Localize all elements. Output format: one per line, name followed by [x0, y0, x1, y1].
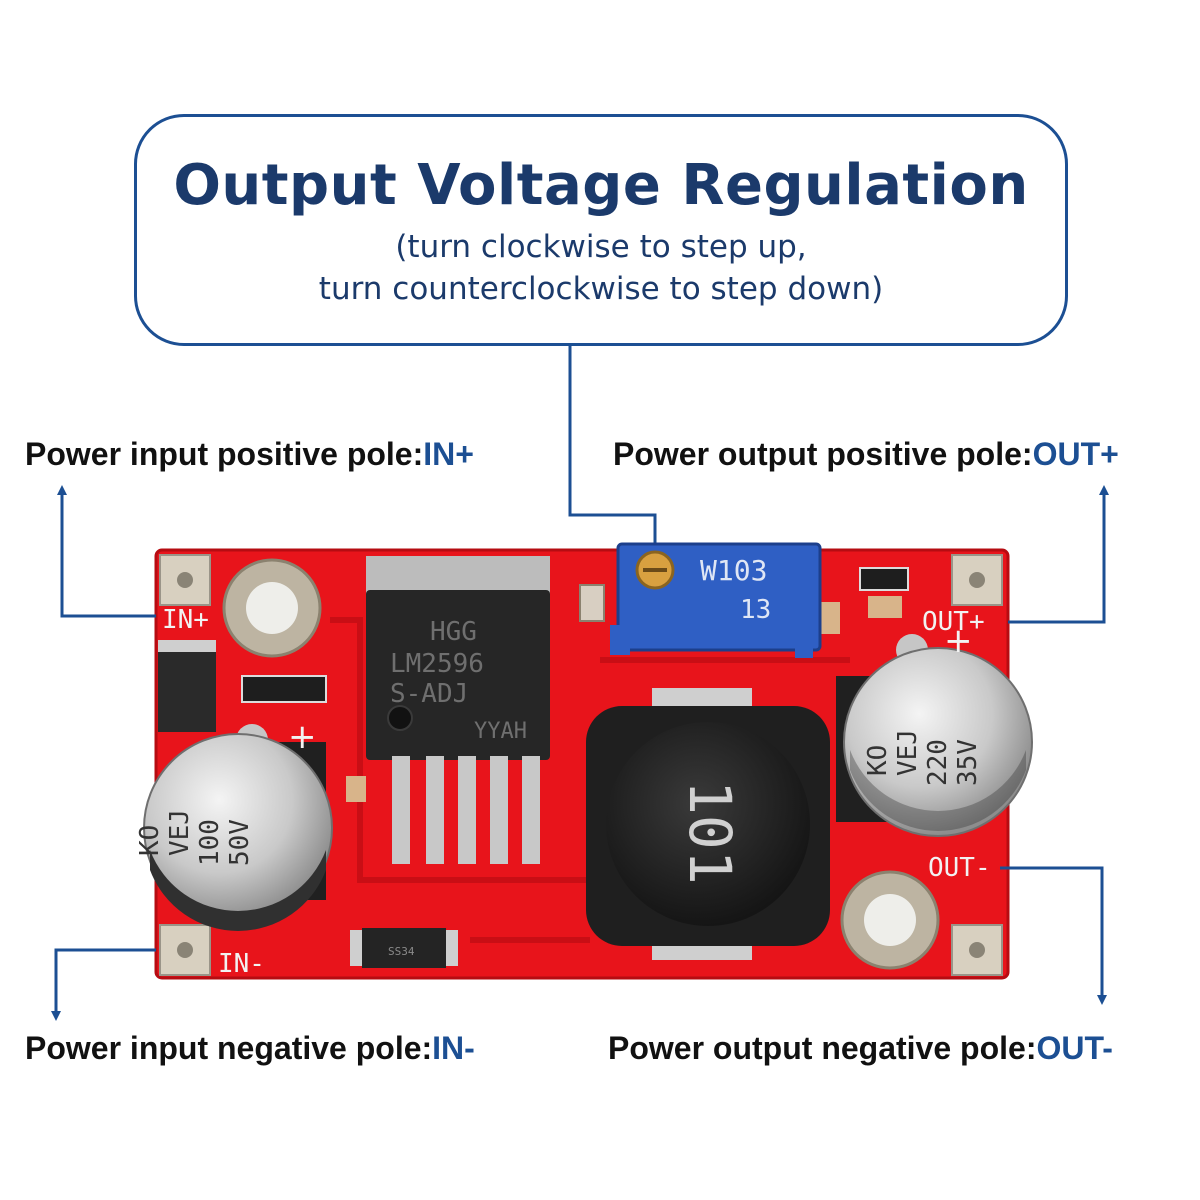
- potentiometer[interactable]: W103 13: [610, 542, 822, 658]
- label-input-positive: Power input positive pole:IN+: [25, 436, 474, 473]
- ic-model: LM2596: [390, 649, 484, 679]
- smd-resistor: [579, 584, 605, 622]
- smd-resistor: [241, 675, 327, 703]
- pcb-trace: [330, 617, 590, 883]
- callout-title: Output Voltage Regulation: [173, 153, 1029, 218]
- silk-in-pos: IN+: [162, 605, 209, 635]
- capacitor-input-brand: KO: [135, 825, 165, 856]
- smd-capacitor: [346, 776, 366, 802]
- pad-out-neg: [951, 924, 1003, 976]
- arrow-out-pos: [1008, 485, 1109, 624]
- label-input-negative: Power input negative pole:IN-: [25, 1030, 475, 1067]
- ic-variant: S-ADJ: [390, 679, 468, 709]
- arrow-in-pos: [57, 485, 156, 618]
- ic-lot: YYAH: [474, 719, 527, 744]
- inductor: 101: [586, 688, 830, 960]
- terminal-ring-input: [222, 558, 322, 658]
- silk-in-neg: IN-: [218, 949, 265, 979]
- capacitor-input-voltage: 50V: [225, 819, 255, 866]
- label-output-negative-pin: OUT-: [1036, 1030, 1113, 1066]
- callout-subtitle-line1: (turn clockwise to step up,: [395, 229, 807, 265]
- label-input-negative-pin: IN-: [432, 1030, 475, 1066]
- pad-in-pos: [159, 554, 211, 606]
- terminal-ring-output: [840, 870, 940, 970]
- label-input-negative-text: Power input negative pole:: [25, 1030, 433, 1066]
- capacitor-output-plus: +: [944, 621, 973, 661]
- pad-out-pos: [951, 554, 1003, 606]
- label-output-positive-pin: OUT+: [1032, 436, 1119, 472]
- capacitor-output-voltage: 35V: [953, 739, 983, 786]
- output-voltage-callout: Output Voltage Regulation (turn clockwis…: [134, 114, 1068, 346]
- smd-capacitor: [868, 596, 902, 618]
- capacitor-input-series: VEJ: [165, 809, 195, 856]
- label-output-negative-text: Power output negative pole:: [608, 1030, 1037, 1066]
- diode-output: SS34: [350, 928, 458, 968]
- capacitor-input: KO VEJ 100 50V +: [135, 717, 333, 931]
- silk-out-neg: OUT-: [928, 853, 991, 883]
- smd-capacitor: [818, 602, 840, 634]
- silk-out-pos: OUT+: [922, 607, 985, 637]
- capacitor-output: KO VEJ 220 35V +: [836, 621, 1033, 837]
- label-input-positive-text: Power input positive pole:: [25, 436, 424, 472]
- capacitor-output-series: VEJ: [893, 729, 923, 776]
- callout-leader-line: [568, 346, 657, 560]
- potentiometer-code: W103: [700, 554, 767, 587]
- arrow-in-neg: [51, 948, 156, 1021]
- label-input-positive-pin: IN+: [423, 436, 474, 472]
- label-output-positive: Power output positive pole:OUT+: [613, 436, 1119, 473]
- potentiometer-sub: 13: [740, 595, 771, 625]
- diode-input: [158, 640, 216, 732]
- label-output-negative: Power output negative pole:OUT-: [608, 1030, 1113, 1067]
- inductor-code: 101: [676, 780, 744, 885]
- label-output-positive-text: Power output positive pole:: [613, 436, 1033, 472]
- diode-code: SS34: [388, 945, 415, 958]
- capacitor-output-brand: KO: [863, 745, 893, 776]
- capacitor-input-plus: +: [288, 717, 317, 757]
- ic-pins: [392, 756, 540, 864]
- callout-subtitle-line2: turn counterclockwise to step down): [318, 271, 884, 307]
- smd-resistor: [859, 567, 909, 591]
- capacitor-output-value: 220: [923, 739, 953, 786]
- ic-lm2596: HGG LM2596 S-ADJ YYAH: [366, 556, 550, 864]
- arrow-out-neg: [1000, 866, 1107, 1005]
- ic-brand: HGG: [430, 617, 477, 647]
- pad-in-neg: [159, 924, 211, 976]
- capacitor-input-value: 100: [195, 819, 225, 866]
